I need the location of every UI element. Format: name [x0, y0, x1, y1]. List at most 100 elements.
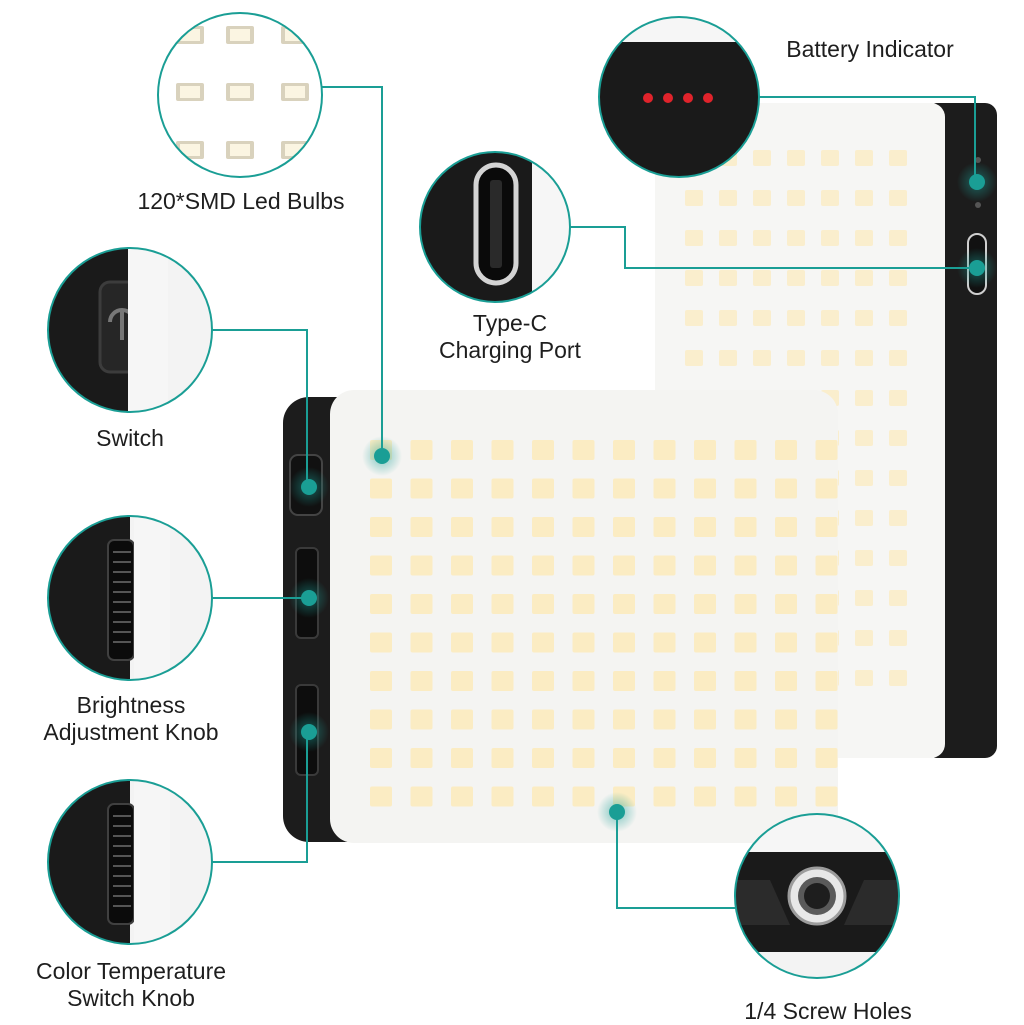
led-bulb	[491, 440, 514, 460]
led-bulb	[734, 555, 757, 576]
led-bulb	[451, 478, 473, 499]
led-bulb	[532, 478, 554, 499]
led-bulb	[889, 670, 907, 686]
led-bulb	[451, 748, 473, 768]
color-temp-knob-icon	[48, 780, 170, 944]
led-bulb	[775, 709, 797, 730]
led-bulb	[734, 440, 757, 460]
led-bulb	[787, 190, 805, 206]
led-bulb	[685, 190, 703, 206]
dot-type-c	[957, 248, 997, 288]
led-bulb	[572, 440, 595, 460]
zoom-brightness	[47, 515, 213, 681]
led-bulb	[410, 517, 433, 537]
led-bulb	[815, 671, 838, 691]
brightness-knob-icon	[48, 516, 170, 680]
led-bulb	[451, 709, 473, 730]
dot-screw	[597, 792, 637, 832]
led-bulb	[787, 310, 805, 326]
led-bulb	[694, 555, 716, 576]
led-bulb	[855, 270, 873, 286]
led-bulb	[753, 350, 771, 366]
led-bulb	[572, 555, 595, 576]
led-bulb	[532, 632, 554, 653]
led-bulb	[685, 350, 703, 366]
led-bulb	[370, 478, 392, 499]
label-type-c: Type-C Charging Port	[439, 310, 581, 363]
led-bulb	[787, 350, 805, 366]
dot-color-temp	[289, 712, 329, 752]
led-bulb	[889, 310, 907, 326]
led-bulb	[775, 594, 797, 614]
led-bulb	[775, 555, 797, 576]
led-bulb	[815, 440, 838, 460]
led-bulb	[532, 671, 554, 691]
led-bulb	[821, 190, 839, 206]
led-bulb	[410, 709, 433, 730]
led-bulb	[410, 632, 433, 653]
led-bulb	[821, 150, 839, 166]
slide-switch-icon	[48, 248, 168, 412]
led-bulb	[613, 748, 635, 768]
led-bulb	[753, 190, 771, 206]
label-color-temp: Color Temperature Switch Knob	[35, 958, 227, 1011]
led-bulb	[855, 550, 873, 566]
led-bulb	[719, 350, 737, 366]
led-bulb	[889, 510, 907, 526]
led-bulb	[753, 150, 771, 166]
led-bulb	[613, 709, 635, 730]
led-bulb	[775, 478, 797, 499]
led-bulb	[653, 632, 676, 653]
dot-led-bulbs	[362, 436, 402, 476]
led-bulb	[410, 594, 433, 614]
led-bulb	[787, 270, 805, 286]
led-bulb	[491, 594, 514, 614]
battery-dot	[703, 93, 713, 103]
led-bulb	[855, 310, 873, 326]
zoom-led-bulbs	[157, 12, 323, 178]
led-bulb	[491, 786, 514, 807]
led-bulb	[815, 478, 838, 499]
led-bulb	[775, 632, 797, 653]
dot-switch	[289, 467, 329, 507]
led-bulb	[775, 671, 797, 691]
led-bulb	[734, 748, 757, 768]
zoom-screw	[734, 813, 900, 979]
led-bulb	[821, 270, 839, 286]
led-bulb	[370, 594, 392, 614]
led-bulb	[694, 632, 716, 653]
led-bulb	[855, 190, 873, 206]
led-bulb	[613, 671, 635, 691]
led-bulb	[653, 748, 676, 768]
dot-battery	[957, 162, 997, 202]
led-bulb	[889, 630, 907, 646]
led-bulb	[653, 478, 676, 499]
led-bulb	[532, 748, 554, 768]
led-bulb	[694, 671, 716, 691]
led-bulb	[410, 478, 433, 499]
led-bulb	[451, 517, 473, 537]
led-bulb	[815, 786, 838, 807]
led-bulb	[694, 594, 716, 614]
led-bulb	[855, 470, 873, 486]
led-bulb	[734, 709, 757, 730]
led-bulb	[734, 632, 757, 653]
led-bulb	[572, 594, 595, 614]
led-bulb	[451, 440, 473, 460]
led-bulb	[451, 786, 473, 807]
led-bulb	[370, 632, 392, 653]
battery-dot	[683, 93, 693, 103]
led-bulb	[815, 632, 838, 653]
led-bulb	[889, 390, 907, 406]
led-bulb	[753, 270, 771, 286]
led-bulb	[370, 748, 392, 768]
led-bulb	[787, 230, 805, 246]
led-bulb	[370, 517, 392, 537]
led-bulb	[889, 350, 907, 366]
led-bulb	[855, 630, 873, 646]
led-bulb	[775, 440, 797, 460]
label-switch: Switch	[96, 425, 164, 451]
callout-lines	[212, 86, 976, 909]
led-bulb	[889, 190, 907, 206]
